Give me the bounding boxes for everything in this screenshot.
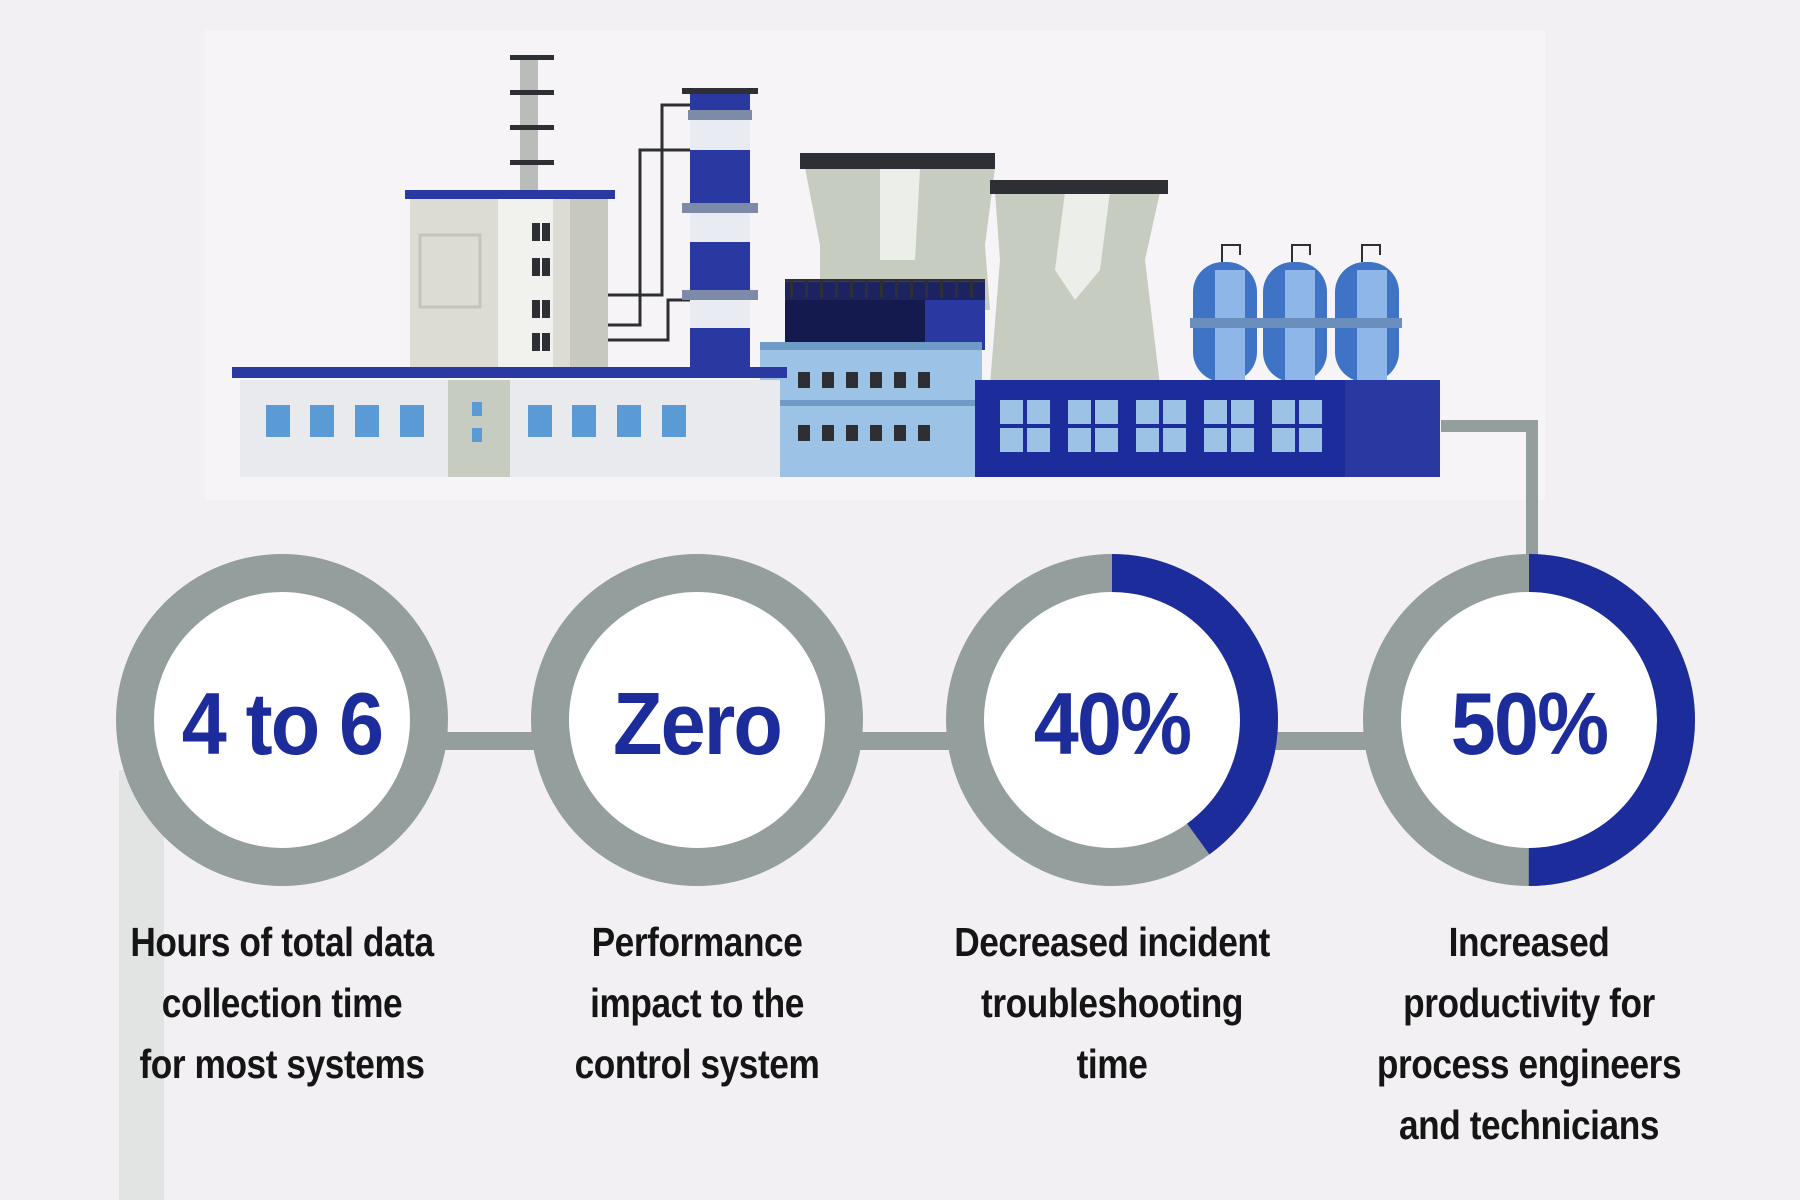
stat-label-line: time xyxy=(1076,1041,1148,1087)
ring-center xyxy=(154,592,410,848)
stat-value: 40% xyxy=(1033,674,1192,773)
stat-label-line: impact to the xyxy=(590,980,804,1026)
stat-label: Increased productivity for process engin… xyxy=(1348,912,1709,1156)
stat-value: 4 to 6 xyxy=(181,674,384,773)
ring-center xyxy=(569,592,825,848)
stat-label-line: productivity for xyxy=(1403,980,1655,1026)
stat-label-line: Performance xyxy=(591,919,803,965)
stat-value: 50% xyxy=(1450,674,1609,773)
stat-label-line: for most systems xyxy=(139,1041,425,1087)
stat-label: Decreased incident troubleshooting time xyxy=(931,912,1292,1095)
ring-center xyxy=(1401,592,1657,848)
ring-track xyxy=(116,554,448,886)
stat-label-line: and technicians xyxy=(1398,1102,1660,1148)
stat-label-line: control system xyxy=(574,1041,820,1087)
ring-progress-arc xyxy=(1363,554,1695,886)
stat-value: Zero xyxy=(612,674,783,773)
stat-label-line: collection time xyxy=(161,980,403,1026)
stat-label: Performance impact to the control system xyxy=(516,912,877,1095)
stat-label-line: troubleshooting xyxy=(981,980,1243,1026)
stat-label-line: Decreased incident xyxy=(954,919,1270,965)
stat-label: Hours of total data collection time for … xyxy=(101,912,462,1095)
ring-progress-arc xyxy=(946,554,1278,886)
ring-center xyxy=(984,592,1240,848)
stat-label-line: process engineers xyxy=(1376,1041,1682,1087)
stat-label-line: Increased xyxy=(1448,919,1610,965)
stat-label-line: Hours of total data xyxy=(130,919,434,965)
ring-track xyxy=(531,554,863,886)
